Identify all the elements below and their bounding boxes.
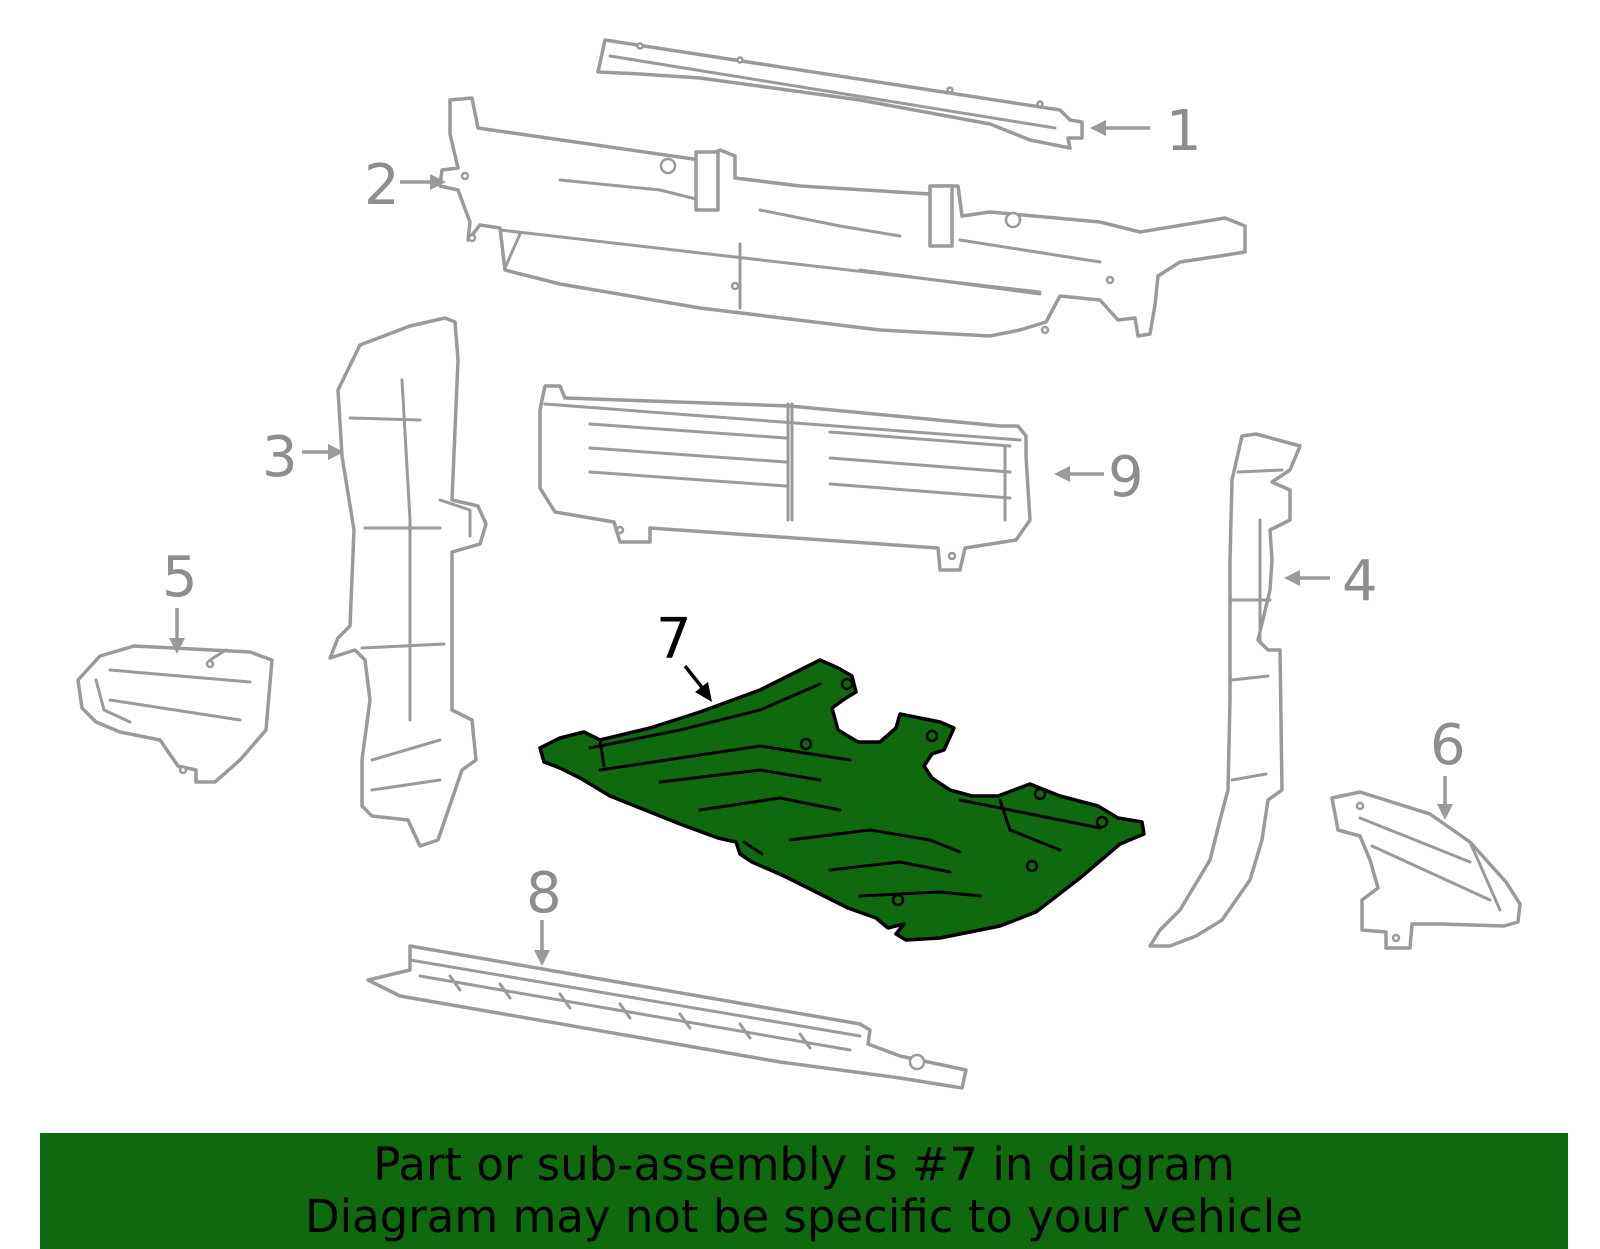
leader-6	[1437, 776, 1453, 820]
banner-line-part: Part or sub-assembly is #7 in diagram	[373, 1138, 1235, 1191]
callout-9: 9	[1108, 445, 1144, 510]
part-1-upper-tie-bar[interactable]	[596, 38, 1084, 150]
part-6-right-duct[interactable]	[1330, 790, 1522, 950]
part-5-left-duct[interactable]	[76, 644, 274, 784]
callout-3: 3	[262, 425, 298, 490]
leader-7	[683, 664, 712, 702]
leader-1	[1090, 120, 1150, 136]
part-2-radiator-support[interactable]	[438, 96, 1247, 338]
callout-7: 7	[656, 607, 692, 672]
callout-5: 5	[162, 545, 198, 610]
leader-4	[1284, 570, 1330, 586]
info-banner: Part or sub-assembly is #7 in diagram Di…	[40, 1133, 1568, 1249]
leader-9	[1054, 466, 1104, 482]
callout-2: 2	[364, 153, 400, 218]
part-3-left-baffle[interactable]	[328, 316, 488, 848]
callout-1: 1	[1166, 99, 1202, 164]
banner-line-disclaimer: Diagram may not be specific to your vehi…	[305, 1190, 1303, 1243]
part-4-right-baffle[interactable]	[1148, 432, 1302, 948]
part-7-splash-shield[interactable]	[538, 658, 1146, 942]
callout-8: 8	[526, 861, 562, 926]
part-8-lower-deflector[interactable]	[366, 944, 968, 1090]
leader-8	[534, 920, 550, 966]
part-9-air-guide[interactable]	[538, 384, 1032, 572]
callout-6: 6	[1430, 713, 1466, 778]
callout-4: 4	[1342, 549, 1378, 614]
leader-5	[169, 608, 185, 654]
leader-2	[400, 174, 446, 190]
leader-3	[302, 444, 344, 460]
